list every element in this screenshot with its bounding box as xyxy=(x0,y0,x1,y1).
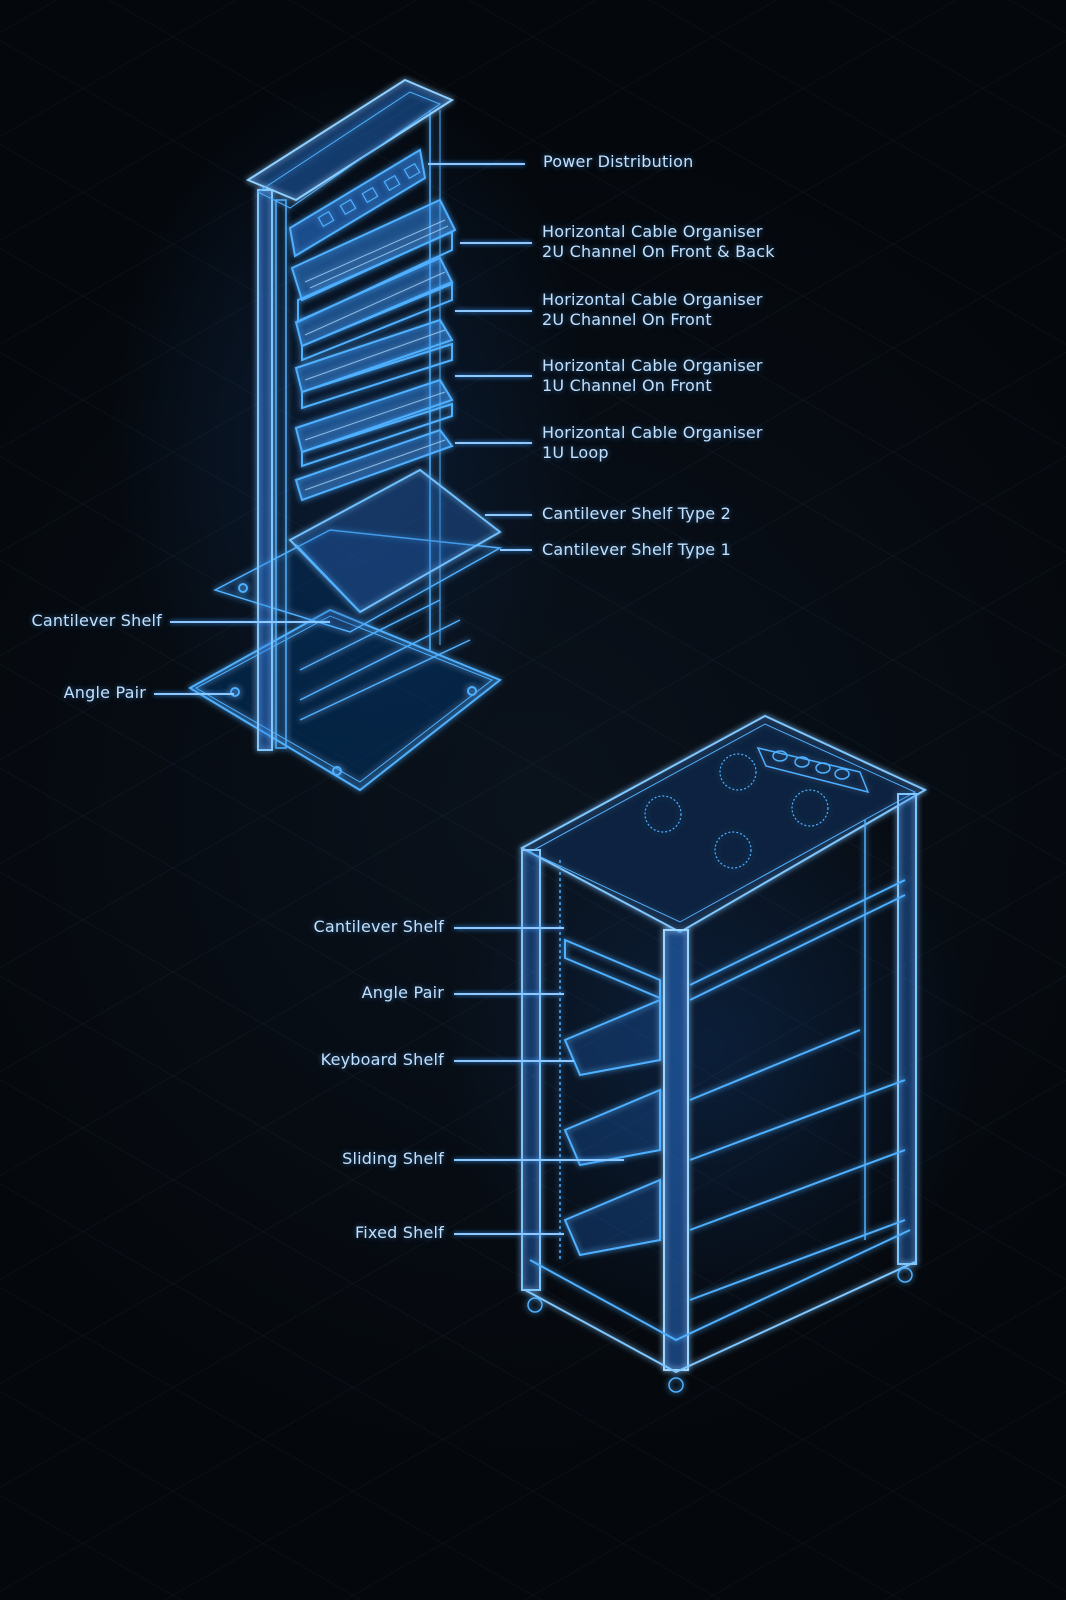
leader-line xyxy=(454,993,564,995)
top-ports xyxy=(772,750,850,780)
enclosed-cabinet-drawing xyxy=(519,714,928,1393)
top-fans xyxy=(644,753,829,869)
label-cantilever-shelf-type-1: Cantilever Shelf Type 1 xyxy=(542,540,732,559)
leader-line xyxy=(460,242,532,244)
leader-line xyxy=(428,163,525,165)
label-angle-pair-left: Angle Pair xyxy=(63,683,146,702)
leader-line xyxy=(170,621,330,623)
leader-line xyxy=(455,375,532,377)
label-cantilever-shelf: Cantilever Shelf xyxy=(313,917,444,936)
label-hco-1u-loop: Horizontal Cable Organiser 1U Loop xyxy=(542,423,763,462)
open-frame-rack-drawing xyxy=(188,78,503,792)
label-hco-2u-front: Horizontal Cable Organiser 2U Channel On… xyxy=(542,290,763,329)
label-sliding-shelf: Sliding Shelf xyxy=(342,1149,444,1168)
label-hco-2u-front-back: Horizontal Cable Organiser 2U Channel On… xyxy=(542,222,775,261)
label-fixed-shelf: Fixed Shelf xyxy=(355,1223,444,1242)
leader-line xyxy=(454,927,564,929)
label-power-distribution: Power Distribution xyxy=(543,152,694,171)
label-cantilever-shelf-left: Cantilever Shelf xyxy=(31,611,162,630)
label-angle-pair: Angle Pair xyxy=(361,983,444,1002)
leader-line xyxy=(154,693,234,695)
label-hco-1u-front: Horizontal Cable Organiser 1U Channel On… xyxy=(542,356,763,395)
leader-line xyxy=(500,549,532,551)
leader-line xyxy=(455,442,532,444)
leader-line xyxy=(485,514,532,516)
leader-line xyxy=(454,1159,624,1161)
leader-line xyxy=(454,1233,564,1235)
label-cantilever-shelf-type-2: Cantilever Shelf Type 2 xyxy=(542,504,732,523)
casters xyxy=(527,1267,913,1393)
leader-line xyxy=(454,1060,574,1062)
label-keyboard-shelf: Keyboard Shelf xyxy=(320,1050,444,1069)
leader-line xyxy=(455,310,532,312)
